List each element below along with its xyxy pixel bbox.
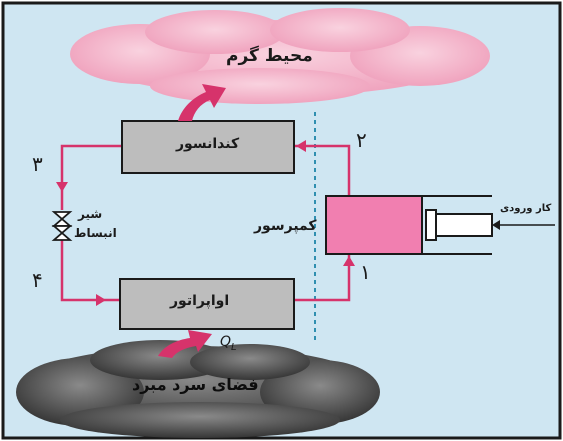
state-number-4: ۴ (32, 268, 43, 292)
expansion-valve-label-line1: شیر (78, 207, 103, 221)
state-number-1: ۱ (360, 260, 371, 284)
cold-space-cloud (16, 340, 380, 438)
evaporator-box (119, 278, 295, 330)
heat-absorbed-symbol: QL (220, 334, 237, 353)
cold-space-label: فضای سرد مبرد (132, 375, 259, 394)
compressor-label: کمپرسور (254, 218, 317, 234)
hot-environment-label: محیط گرم (226, 46, 313, 66)
condenser-label: کندانسور (176, 136, 240, 152)
state-number-2: ۲ (356, 128, 367, 152)
heat-rejection-arrow (178, 84, 226, 121)
compressor-unit (325, 195, 555, 255)
evaporator-label: اواپراتور (170, 293, 230, 309)
flow-arrows (56, 140, 355, 306)
heat-absorption-arrow (158, 330, 212, 358)
work-input-label: کار ورودی (500, 203, 552, 214)
expansion-valve-label-line2: انبساط (74, 226, 117, 240)
expansion-valve-icon (51, 211, 73, 241)
condenser-box (121, 120, 295, 174)
state-number-3: ۳ (32, 152, 43, 176)
